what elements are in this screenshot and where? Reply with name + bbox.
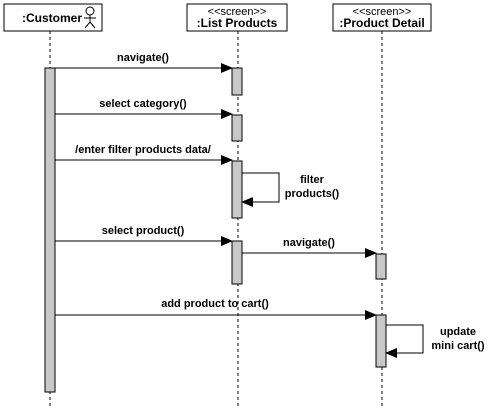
list-products-activation-1 bbox=[231, 67, 243, 96]
participant-customer: :Customer bbox=[3, 3, 103, 32]
participant-product-detail: <<screen>> :Product Detail bbox=[332, 3, 432, 32]
product-detail-activation-1 bbox=[375, 253, 387, 280]
self-message-label-line1: update bbox=[440, 326, 476, 338]
product-detail-stereotype: <<screen>> bbox=[353, 6, 412, 18]
list-products-activation-2 bbox=[231, 114, 243, 142]
product-detail-activation-2 bbox=[375, 314, 387, 368]
list-products-header-box bbox=[186, 3, 288, 32]
self-message-filter-products: filter products() bbox=[241, 172, 340, 207]
message-enter-filter: /enter filter products data/ bbox=[55, 144, 233, 165]
message-label: select product() bbox=[102, 225, 185, 237]
list-products-activation-3 bbox=[231, 160, 243, 219]
product-detail-header-box bbox=[332, 3, 432, 32]
list-products-stereotype: <<screen>> bbox=[208, 6, 267, 18]
message-add-to-cart: add product to cart() bbox=[55, 298, 377, 320]
message-select-product: select product() bbox=[55, 225, 233, 246]
message-label: select category() bbox=[99, 98, 187, 110]
message-select-category: select category() bbox=[55, 98, 233, 119]
self-message-arrow bbox=[385, 324, 424, 358]
participant-list-products: <<screen>> :List Products bbox=[186, 3, 288, 32]
customer-label: :Customer bbox=[22, 11, 82, 25]
message-label: navigate() bbox=[117, 52, 169, 64]
self-message-label-line2: products() bbox=[285, 188, 340, 200]
customer-activation bbox=[44, 67, 56, 393]
self-message-label-line1: filter bbox=[300, 174, 325, 186]
self-message-arrow bbox=[241, 172, 280, 207]
message-navigate-1: navigate() bbox=[55, 52, 233, 73]
list-products-label: :List Products bbox=[197, 16, 278, 30]
message-label: add product to cart() bbox=[161, 298, 269, 310]
message-navigate-2: navigate() bbox=[242, 237, 377, 258]
actor-icon bbox=[84, 6, 96, 29]
product-detail-label: :Product Detail bbox=[339, 16, 424, 30]
self-message-update-cart: update mini cart() bbox=[385, 324, 485, 358]
list-products-activation-4 bbox=[231, 240, 243, 285]
message-label: navigate() bbox=[283, 237, 335, 249]
self-message-label-line2: mini cart() bbox=[431, 340, 485, 352]
message-label: /enter filter products data/ bbox=[75, 144, 211, 156]
